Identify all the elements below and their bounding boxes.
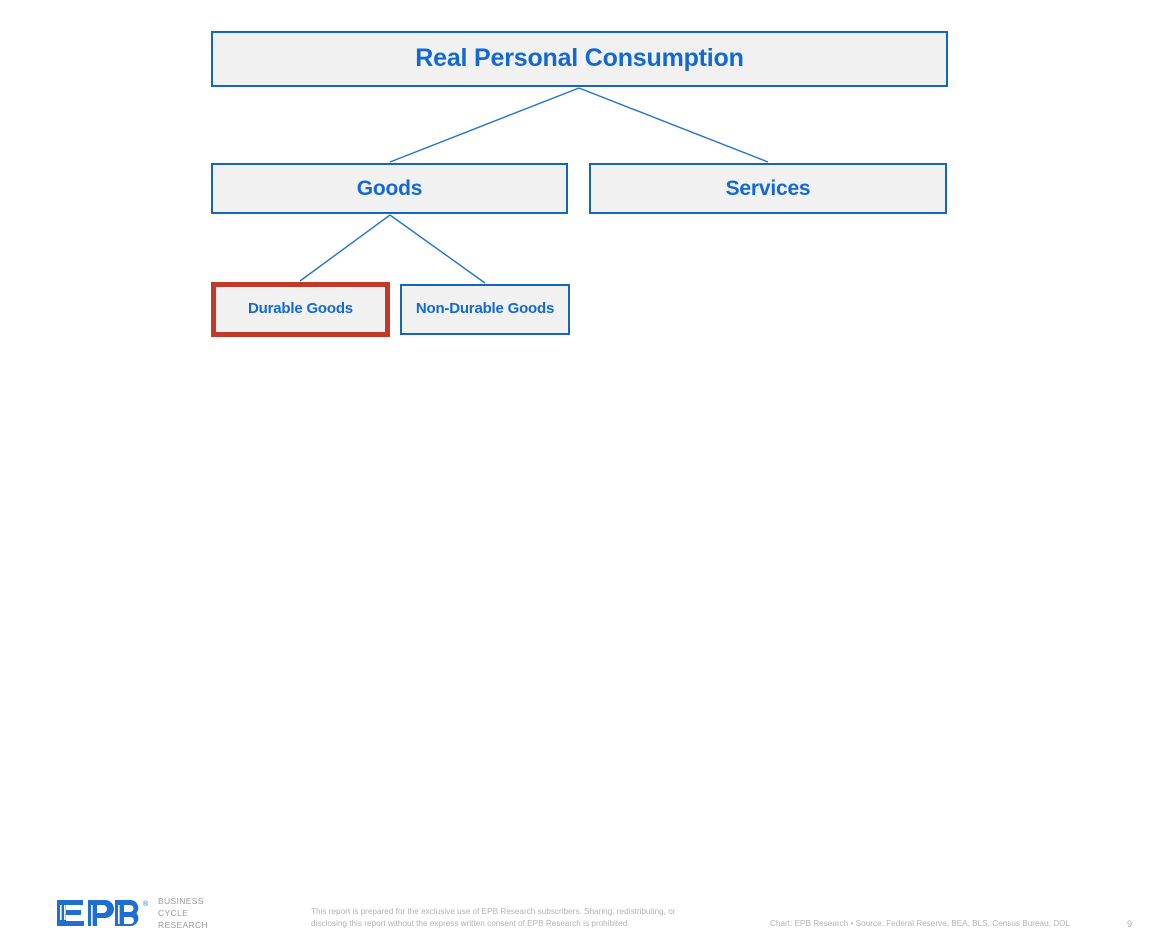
node-label: Services [725,176,811,200]
node-label: Real Personal Consumption [415,44,744,73]
page-number: 9 [1127,919,1133,929]
node-services[interactable]: Services [589,163,947,214]
slide-canvas: Real Personal Consumption Goods Services… [0,31,1160,930]
epb-logo-icon: ® [57,900,149,927]
epb-logo-block: ® BUSINESS CYCLE RESEARCH [55,895,208,931]
registered-trademark-symbol: ® [143,900,149,908]
node-label: Non-Durable Goods [415,300,555,318]
node-label: Durable Goods [248,300,353,318]
disclaimer-text: This report is prepared for the exclusiv… [311,906,711,929]
edge-goods-nondurable [389,214,486,284]
node-goods[interactable]: Goods [211,163,568,214]
chart-source-attribution: Chart: EPB Research • Source: Federal Re… [770,919,1071,928]
logo-tagline: BUSINESS CYCLE RESEARCH [158,896,209,931]
node-non-durable-goods[interactable]: Non-Durable Goods [400,284,570,335]
disclaimer-line-2: disclosing this report without the expre… [311,918,630,928]
node-durable-goods-highlighted[interactable]: Durable Goods [211,282,390,337]
node-label: Goods [356,176,423,200]
edge-root-services [578,87,769,163]
slide-footer: ® BUSINESS CYCLE RESEARCH This report is… [0,440,1160,930]
edge-root-goods [389,87,580,163]
disclaimer-line-1: This report is prepared for the exclusiv… [311,907,676,916]
node-real-personal-consumption[interactable]: Real Personal Consumption [211,31,948,87]
edge-goods-durable [299,214,391,282]
